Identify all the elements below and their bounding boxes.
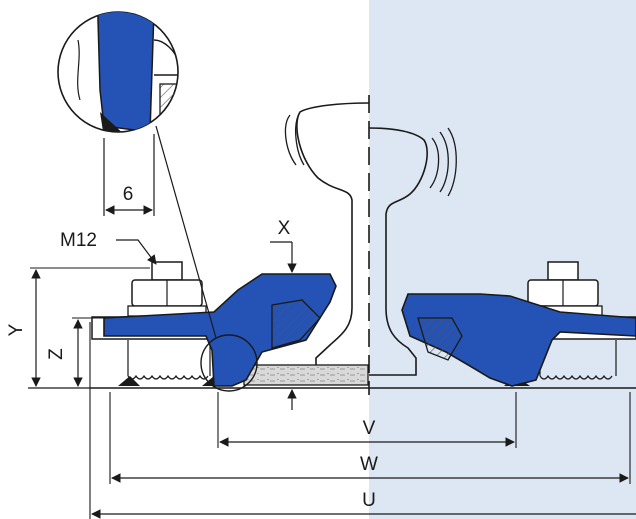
dimension-6: 6 xyxy=(103,134,155,216)
m12-callout: M12 xyxy=(60,230,157,265)
dimension-u: U xyxy=(89,322,636,519)
rail-worn-lines-right xyxy=(429,127,457,197)
shaded-half-panel xyxy=(369,0,636,519)
magnified-detail xyxy=(57,11,179,133)
rail-pad xyxy=(243,364,369,386)
dim-label-v: V xyxy=(363,418,376,439)
dim-label-y: Y xyxy=(6,323,27,336)
rail-profile-right xyxy=(368,127,428,376)
detail-marker-circle xyxy=(200,334,258,392)
dim-label-u: U xyxy=(362,490,376,511)
dimension-y: Y xyxy=(6,267,150,387)
rail-profile-left xyxy=(296,102,370,376)
right-blue-clip xyxy=(401,293,636,387)
bolt-label-m12: M12 xyxy=(60,230,97,251)
dim-label-6: 6 xyxy=(123,184,134,205)
left-clip-section xyxy=(271,299,321,349)
dim-label-w: W xyxy=(360,454,378,475)
detail-leader-right xyxy=(155,125,217,339)
x-callout: X xyxy=(270,218,297,410)
dimension-v: V xyxy=(217,392,517,448)
right-clip-section xyxy=(417,317,463,361)
left-bolt-nut xyxy=(127,261,207,317)
dimension-z: Z xyxy=(28,317,104,389)
right-bolt-nut xyxy=(523,261,603,317)
rail-worn-lines-left xyxy=(284,111,305,166)
dimension-w: W xyxy=(109,392,631,484)
dim-label-x: X xyxy=(278,218,291,239)
dim-label-z: Z xyxy=(46,348,67,360)
